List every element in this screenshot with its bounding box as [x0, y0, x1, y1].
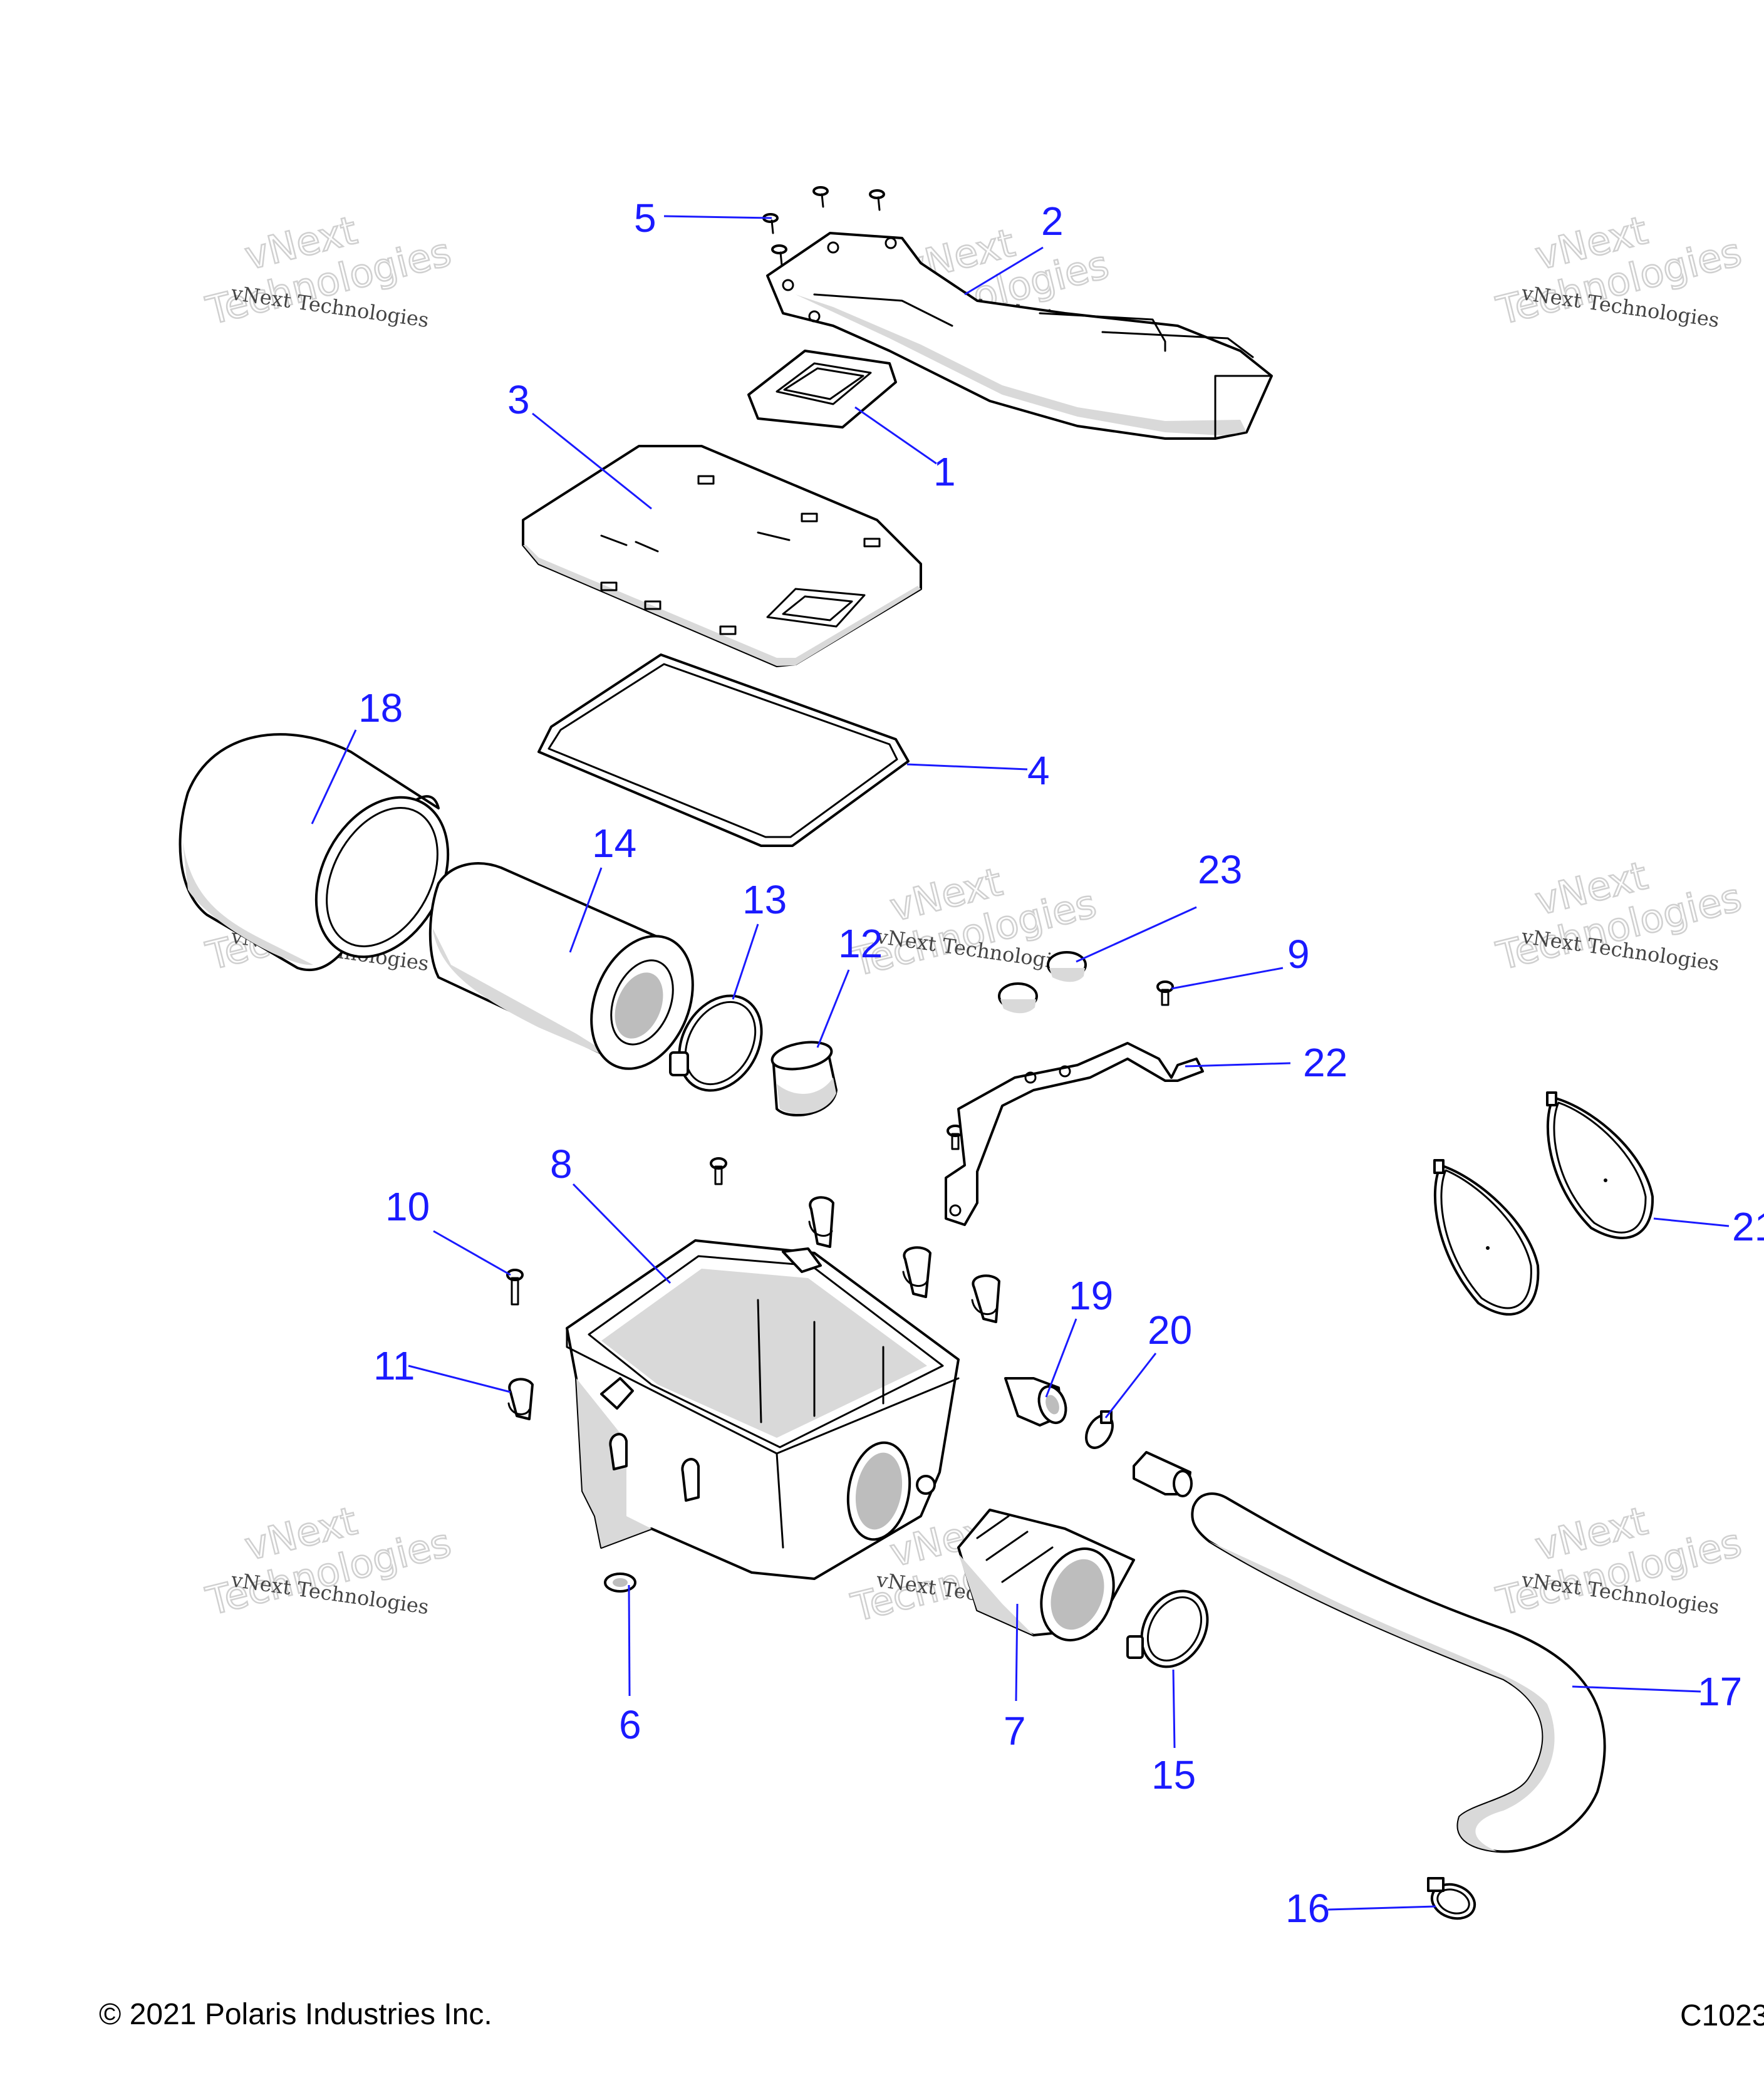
- callout-9: 9: [1287, 932, 1310, 977]
- clip-icon: [902, 1246, 931, 1298]
- screw-icon: [869, 189, 885, 211]
- part-10-screw: [506, 1269, 524, 1306]
- part-21-straps: [1433, 1091, 1654, 1316]
- callout-16: 16: [1285, 1886, 1330, 1931]
- callout-8: 8: [550, 1141, 573, 1187]
- part-5-screws: [762, 186, 885, 266]
- callout-23: 23: [1198, 847, 1242, 892]
- part-15-clamp: [1126, 1589, 1209, 1668]
- screw-icon: [771, 244, 787, 266]
- part-3-airbox-cover: [522, 445, 922, 667]
- callout-4: 4: [1027, 748, 1050, 793]
- callout-2: 2: [1041, 199, 1064, 244]
- part-1-seal-plate: [747, 350, 897, 429]
- callout-21: 21: [1732, 1204, 1764, 1249]
- callout-22: 22: [1303, 1040, 1347, 1085]
- part-23-plugs: [998, 951, 1087, 1014]
- drawing-code: C1023: [1680, 1999, 1764, 2032]
- clip-icon: [971, 1274, 1000, 1323]
- callout-19: 19: [1069, 1273, 1113, 1318]
- part-18-prefilter-sleeve: [179, 733, 450, 972]
- part-4-gasket: [537, 653, 910, 847]
- part-11-clip: [507, 1378, 534, 1420]
- part-8-airbox: [566, 1239, 960, 1580]
- part-19-fitting: [1004, 1377, 1067, 1427]
- part-13-clamp: [669, 994, 763, 1092]
- callouts: 5 2 3 1 4 18 14 13 12 23 9 22 21 8 10 11…: [358, 195, 1764, 1931]
- part-9-screw: [1156, 980, 1174, 1006]
- callout-20: 20: [1148, 1308, 1192, 1353]
- screw-icon: [710, 1157, 727, 1185]
- screw-icon: [812, 186, 829, 208]
- callout-12: 12: [838, 921, 883, 966]
- part-7-outlet-boot: [957, 1509, 1135, 1641]
- leader-lines: [311, 215, 1730, 1911]
- callout-6: 6: [619, 1702, 641, 1747]
- callout-11: 11: [373, 1343, 415, 1388]
- callout-3: 3: [507, 377, 530, 422]
- part-22-bracket: [945, 1042, 1204, 1226]
- part-16-clamp: [1427, 1877, 1476, 1920]
- part-6-grommet: [604, 1573, 636, 1593]
- callout-14: 14: [592, 821, 636, 866]
- hose-fitting: [1133, 1451, 1193, 1497]
- callout-18: 18: [358, 685, 403, 731]
- part-12-coupler: [770, 1041, 838, 1116]
- part-14-air-filter: [428, 862, 694, 1070]
- part-2-intake-duct: [766, 232, 1273, 440]
- callout-10: 10: [385, 1184, 430, 1229]
- callout-1: 1: [933, 449, 956, 494]
- clip-icon: [808, 1196, 834, 1248]
- copyright-text: © 2021 Polaris Industries Inc.: [99, 1998, 492, 2031]
- callout-7: 7: [1004, 1708, 1026, 1754]
- callout-17: 17: [1698, 1669, 1742, 1714]
- part-20-clamp: [1085, 1410, 1114, 1449]
- part-17-hose: [1191, 1492, 1606, 1853]
- callout-5: 5: [634, 195, 656, 241]
- callout-15: 15: [1151, 1752, 1196, 1797]
- callout-13: 13: [742, 877, 787, 922]
